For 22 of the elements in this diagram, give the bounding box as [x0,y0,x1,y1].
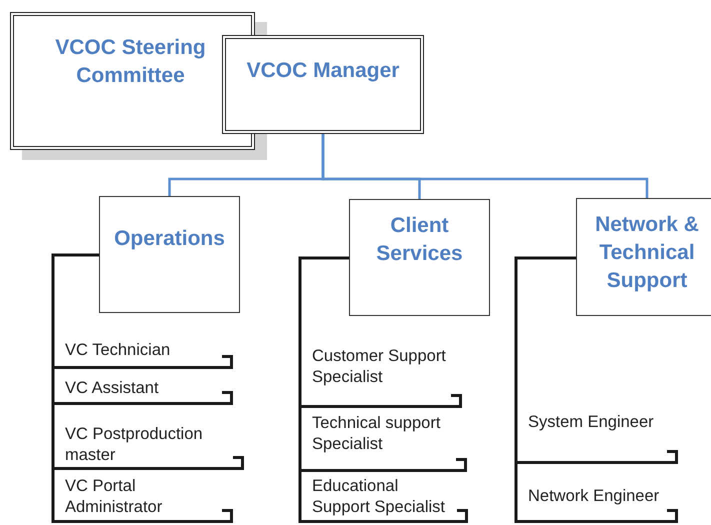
role-title: Network Engineer [528,486,660,507]
role-title: Educational Support Specialist [312,476,446,518]
role-title: Customer Support Specialist [312,346,447,388]
department-title: Network & Technical Support [594,212,700,294]
connector-line [322,134,648,198]
department-title: Operations [113,226,226,252]
department-box [576,198,711,316]
connector-line [514,256,576,523]
org-box [222,35,424,134]
box-title: VCOC Manager [246,58,400,84]
department-box [99,196,240,313]
role-title: VC Portal Administrator [65,476,164,518]
role-title: VC Technician [65,340,172,361]
role-title: VC Postproduction master [65,424,204,466]
connector-line [52,254,99,523]
box-title: VCOC Steering Committee [54,35,207,89]
role-title: Technical support Specialist [312,413,442,455]
role-title: System Engineer [528,412,655,433]
connector-line [298,256,349,523]
department-title: Client Services [375,213,464,267]
role-title: VC Assistant [65,378,160,399]
department-box [349,199,490,316]
